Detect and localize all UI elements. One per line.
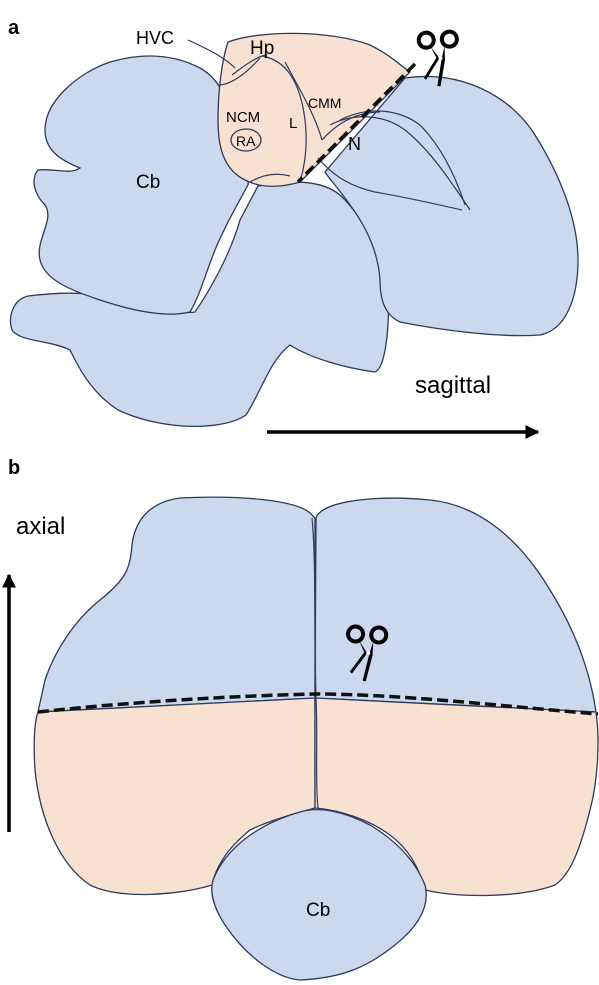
left-hemisphere-top (38, 497, 315, 712)
panel-a: a HVC Hp NCM RA L CMM N Cb (8, 17, 578, 432)
direction-label-axial: axial (16, 513, 65, 540)
panel-b-letter: b (8, 457, 20, 479)
label-l: L (289, 115, 297, 132)
label-cb-a: Cb (136, 172, 160, 193)
panel-a-letter: a (8, 17, 20, 39)
right-hemisphere-top (315, 498, 596, 712)
label-cb-b: Cb (306, 900, 330, 921)
label-n: N (348, 134, 361, 154)
panel-b: b axial Cb (8, 457, 598, 980)
direction-label-sagittal: sagittal (415, 372, 491, 399)
label-cmm: CMM (308, 95, 341, 111)
label-ra: RA (236, 133, 256, 149)
label-hp: Hp (250, 38, 274, 59)
label-ncm: NCM (226, 109, 260, 126)
label-hvc: HVC (136, 28, 174, 48)
